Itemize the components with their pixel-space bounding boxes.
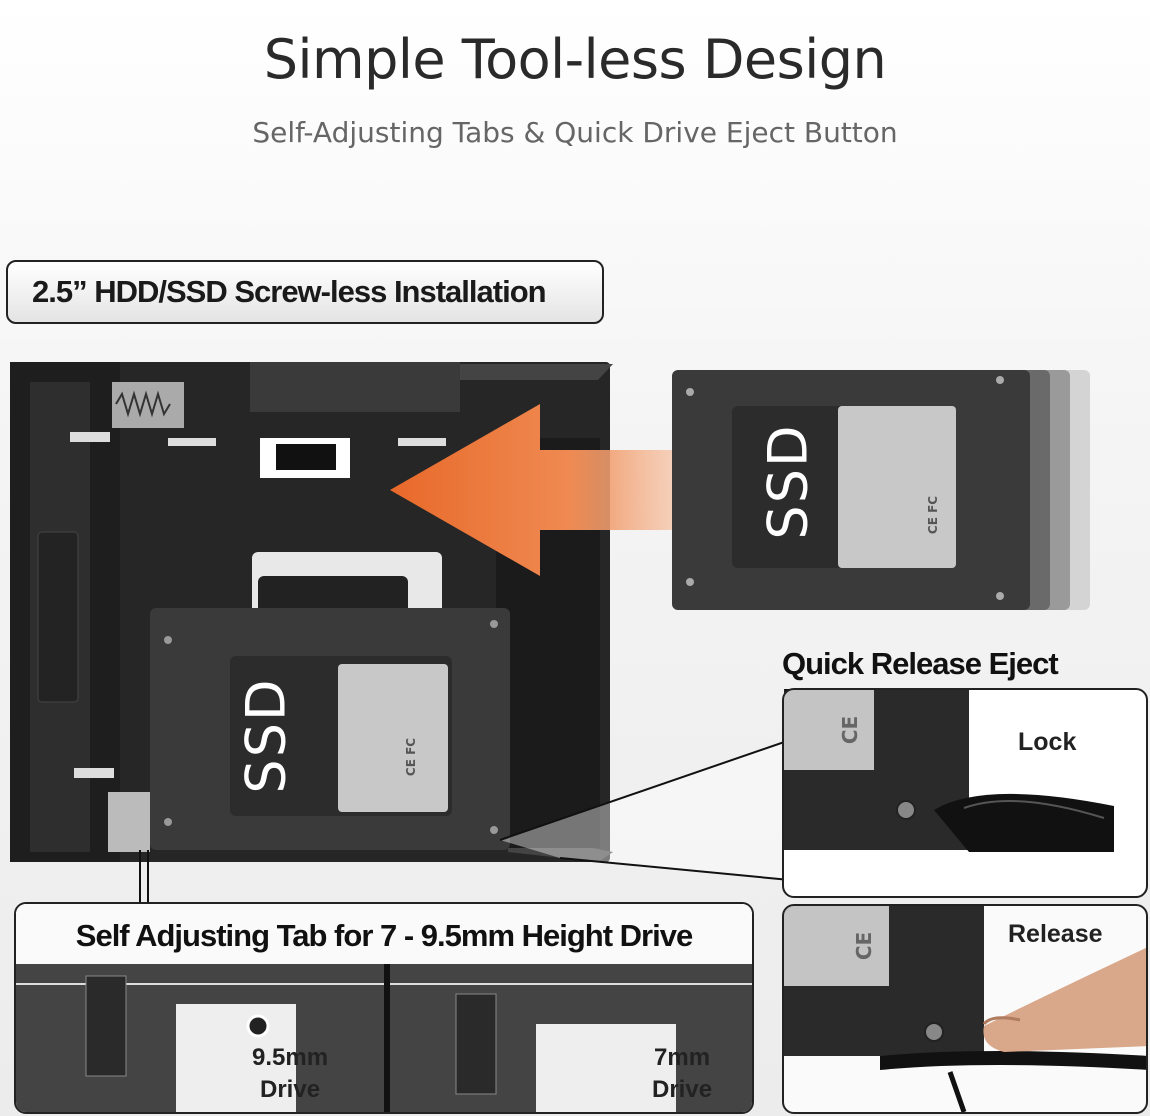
left-drive-word: Drive xyxy=(260,1076,321,1103)
left-drive-size: 9.5mm xyxy=(252,1044,329,1071)
lock-certification-mark: CE xyxy=(838,715,863,745)
page-subtitle: Self-Adjusting Tabs & Quick Drive Eject … xyxy=(252,116,898,149)
release-panel: Release CE xyxy=(782,904,1148,1114)
release-state-illustration xyxy=(784,906,1146,1112)
release-label: Release xyxy=(1008,920,1103,948)
lock-state-illustration xyxy=(784,690,1114,852)
lock-label: Lock xyxy=(1018,728,1077,756)
installation-banner-label: 2.5” HDD/SSD Screw-less Installation xyxy=(32,274,547,309)
right-drive-word: Drive xyxy=(652,1076,713,1103)
release-certification-mark: CE xyxy=(852,931,877,961)
adjusting-tab-panel: 9.5mm Drive 7mm Drive xyxy=(14,902,754,1114)
right-drive-size: 7mm xyxy=(654,1044,711,1071)
installation-banner: 2.5” HDD/SSD Screw-less Installation xyxy=(6,260,604,324)
adjusting-tab-title: Self Adjusting Tab for 7 - 9.5mm Height … xyxy=(75,918,693,953)
ssd-drive-illustration xyxy=(672,370,1090,610)
drive-tray-illustration xyxy=(10,362,613,862)
right-drive-label: 7mm Drive xyxy=(652,1042,712,1106)
left-drive-label: 9.5mm Drive xyxy=(252,1042,328,1106)
page-title: Simple Tool-less Design xyxy=(263,28,887,91)
insert-direction-arrow xyxy=(390,404,690,576)
lock-panel: Lock CE xyxy=(782,688,1148,898)
adjusting-tab-illustration xyxy=(16,904,752,1112)
